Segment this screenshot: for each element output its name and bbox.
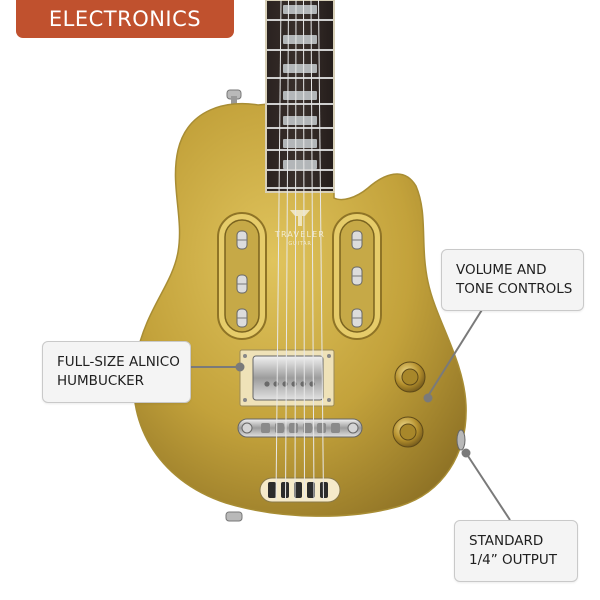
guitar-body xyxy=(132,102,467,517)
strap-button-bottom xyxy=(225,511,243,522)
output-callout: STANDARD 1/4” OUTPUT xyxy=(454,520,578,582)
output-leader-line xyxy=(465,452,511,521)
volume-knob xyxy=(394,361,426,393)
traveler-logo: TRAVELER GUITAR xyxy=(274,210,325,247)
guitar-neck xyxy=(265,0,335,193)
humbucker-callout-line1: FULL-SIZE ALNICO xyxy=(57,354,180,370)
tune-o-matic-bridge xyxy=(237,418,363,438)
guitar-strings xyxy=(275,0,324,501)
output-leader-dot xyxy=(461,448,471,458)
volume-leader-dot xyxy=(423,393,433,403)
electronics-banner: ELECTRONICS xyxy=(16,0,234,38)
tuning-pegs xyxy=(236,230,363,328)
volume-leader-line xyxy=(427,304,486,397)
logo-brand: TRAVELER xyxy=(274,230,325,239)
output-jack xyxy=(456,429,466,451)
humbucker-callout: FULL-SIZE ALNICO HUMBUCKER xyxy=(42,341,191,403)
volume-callout-line2: TONE CONTROLS xyxy=(456,281,573,297)
output-callout-line1: STANDARD xyxy=(469,533,544,549)
strap-button-top xyxy=(226,89,242,104)
tone-knob xyxy=(392,416,424,448)
output-callout-line2: 1/4” OUTPUT xyxy=(469,552,558,568)
humbucker-leader-dot xyxy=(235,362,245,372)
string-anchor xyxy=(259,477,341,503)
banner-title: ELECTRONICS xyxy=(48,7,202,31)
humbucker-pickup xyxy=(239,349,335,407)
volume-callout-line1: VOLUME AND xyxy=(456,262,547,278)
volume-tone-callout: VOLUME AND TONE CONTROLS xyxy=(441,249,584,311)
logo-subtext: GUITAR xyxy=(288,241,311,247)
humbucker-callout-line2: HUMBUCKER xyxy=(57,373,145,389)
